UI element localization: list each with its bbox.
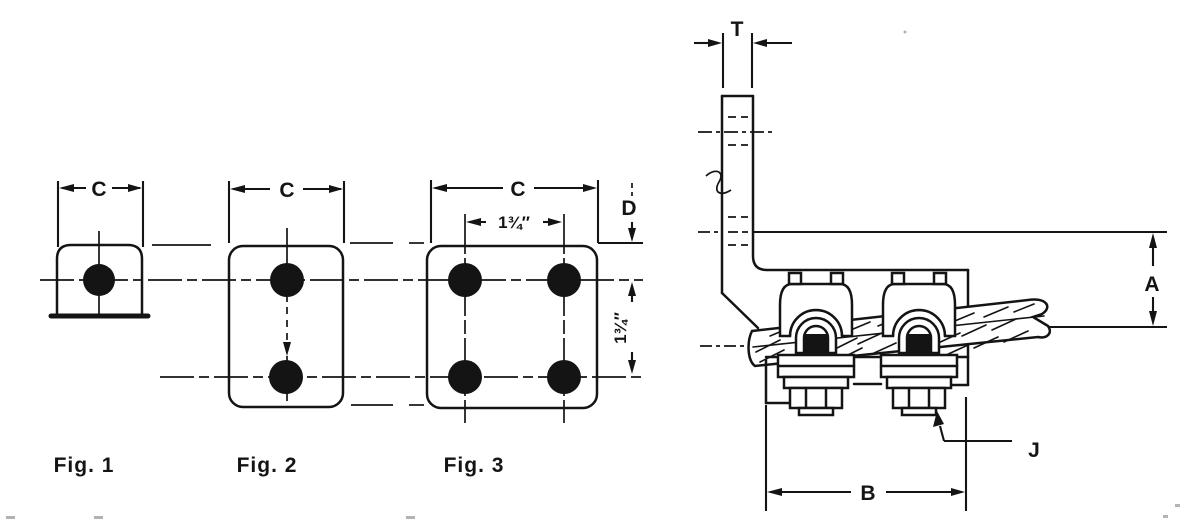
hex-nut-1 bbox=[782, 375, 850, 417]
saddle-1-bolt-tab-left bbox=[787, 271, 803, 286]
scan-artifacts bbox=[6, 30, 1180, 519]
dim-a-label: A bbox=[1144, 273, 1159, 296]
fig2-dim-c: C bbox=[227, 179, 346, 243]
nut-2-washer bbox=[900, 406, 938, 417]
saddle-2-bolt-tab-left bbox=[890, 271, 906, 286]
callout-j: J bbox=[933, 411, 1040, 462]
fig1-caption: Fig. 1 bbox=[54, 454, 115, 477]
saddle-2-cable-window bbox=[907, 334, 931, 354]
fig2-hole-bottom bbox=[269, 360, 303, 394]
fig3-group: C 1¾″ D 1¾″ Fig. 3 bbox=[425, 178, 643, 477]
fig3-hole-spacing-horizontal-label: 1¾″ bbox=[498, 213, 530, 232]
fig2-caption: Fig. 2 bbox=[237, 454, 298, 477]
tongue-bend-outer-edge bbox=[720, 291, 760, 330]
dim-t-label: T bbox=[731, 18, 744, 41]
fig3-hole-spacing-vertical-label: 1¾″ bbox=[611, 312, 630, 344]
dim-a: A bbox=[1048, 233, 1167, 329]
fig2-dim-c-label: C bbox=[279, 179, 294, 202]
saddle-clamp-1 bbox=[778, 271, 854, 355]
fig3-caption: Fig. 3 bbox=[444, 454, 505, 477]
fig2-vertical-centerline bbox=[283, 228, 291, 401]
fig3-dim-c: C bbox=[429, 178, 600, 243]
fig3-plate bbox=[425, 244, 599, 410]
u-bolt-1 bbox=[794, 316, 838, 355]
fig3-dim-hole-spacing-vertical: 1¾″ bbox=[611, 282, 636, 374]
saddle-1-cable-window bbox=[804, 334, 828, 354]
saddle-1-bolt-tab-right bbox=[829, 271, 845, 286]
nut-1-washer bbox=[797, 406, 835, 417]
callout-j-label: J bbox=[1028, 439, 1040, 462]
dim-b-label: B bbox=[860, 482, 875, 505]
saddle-clamp-2 bbox=[881, 271, 957, 355]
keeper-2 bbox=[879, 353, 959, 379]
fig1-group: C Fig. 1 bbox=[48, 178, 151, 477]
fig3-dim-c-label: C bbox=[510, 178, 525, 201]
fig3-dim-d: D bbox=[598, 183, 643, 245]
fig1-dim-c-label: C bbox=[91, 178, 106, 201]
fig3-dim-d-label: D bbox=[621, 197, 636, 220]
hex-nut-2 bbox=[885, 375, 953, 417]
side-view-group: T A B J bbox=[694, 18, 1167, 511]
saddle-2-bolt-tab-right bbox=[932, 271, 948, 286]
dim-b: B bbox=[764, 397, 968, 511]
dim-t: T bbox=[694, 18, 792, 88]
fig2-plate bbox=[227, 244, 345, 409]
keeper-1 bbox=[776, 353, 856, 379]
break-symbol bbox=[705, 170, 732, 195]
fig2-group: C Fig. 2 bbox=[227, 179, 346, 477]
fig3-dim-hole-spacing-horizontal: 1¾″ bbox=[466, 213, 562, 232]
fig1-dim-c: C bbox=[56, 178, 145, 247]
tongue-bar bbox=[698, 94, 970, 330]
u-bolt-2 bbox=[897, 316, 941, 355]
